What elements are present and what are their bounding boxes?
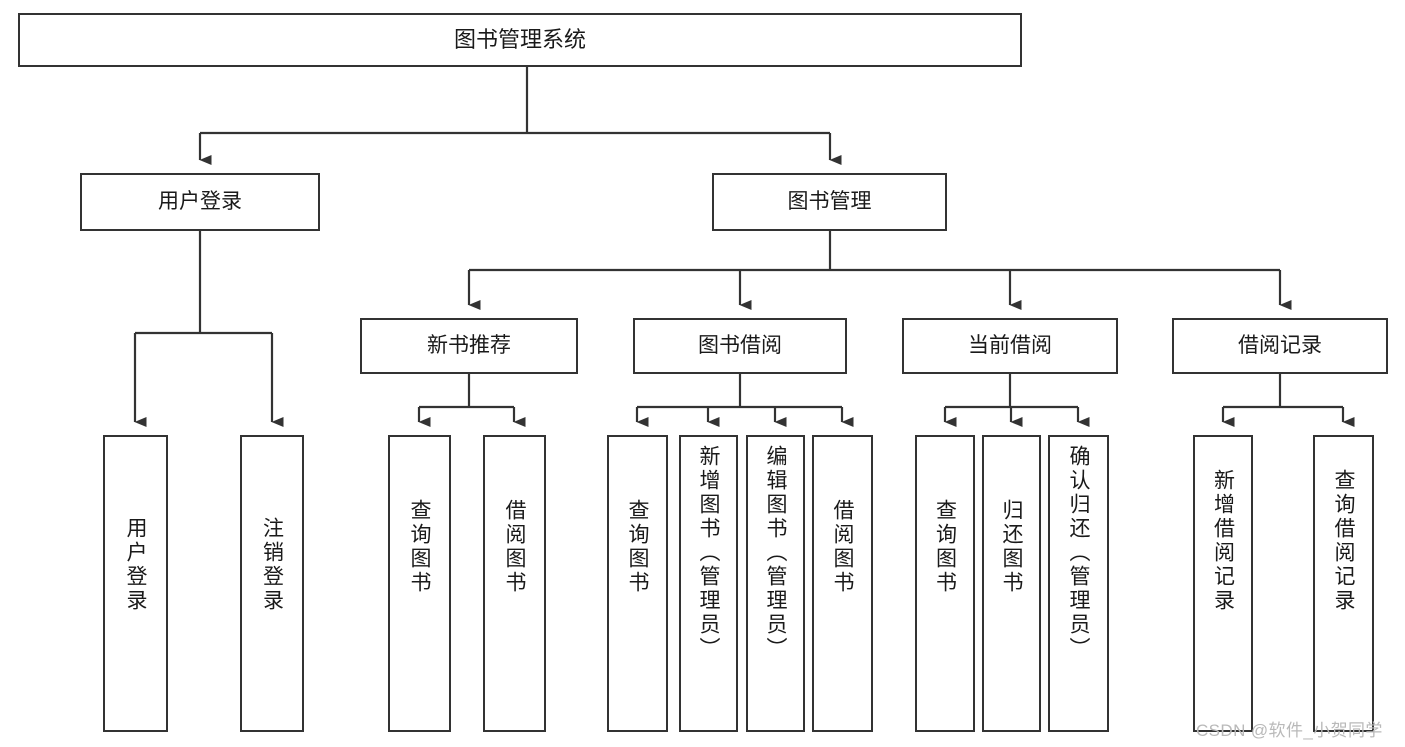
- node-leaf-add-record[interactable]: 新增借阅记录: [1193, 435, 1253, 732]
- node-book-manage-label: 图书管理: [787, 190, 872, 214]
- node-leaf-add-book[interactable]: 新增图书（管理员）: [679, 435, 738, 732]
- node-current-borrow[interactable]: 当前借阅: [902, 318, 1118, 374]
- node-leaf-query-book-3-label: 查询图书: [933, 499, 957, 595]
- node-leaf-query-book-1[interactable]: 查询图书: [388, 435, 451, 732]
- node-leaf-logout-label: 注销登录: [260, 517, 284, 613]
- node-book-borrow[interactable]: 图书借阅: [633, 318, 847, 374]
- node-leaf-query-book-3[interactable]: 查询图书: [915, 435, 975, 732]
- node-leaf-edit-book-label: 编辑图书（管理员）: [764, 445, 787, 661]
- node-leaf-query-record-label: 查询借阅记录: [1332, 469, 1355, 613]
- node-root-label: 图书管理系统: [453, 26, 586, 52]
- node-leaf-borrow-book-2-label: 借阅图书: [831, 499, 854, 595]
- node-leaf-logout[interactable]: 注销登录: [240, 435, 304, 732]
- node-borrow-record[interactable]: 借阅记录: [1172, 318, 1388, 374]
- node-new-book-rec-label: 新书推荐: [427, 334, 511, 358]
- node-book-manage[interactable]: 图书管理: [712, 173, 947, 231]
- node-leaf-query-record[interactable]: 查询借阅记录: [1313, 435, 1374, 732]
- node-leaf-query-book-2[interactable]: 查询图书: [607, 435, 668, 732]
- node-user-login-label: 用户登录: [158, 190, 242, 214]
- node-leaf-user-login-label: 用户登录: [124, 517, 147, 613]
- node-leaf-borrow-book-1-label: 借阅图书: [503, 499, 526, 595]
- node-user-login[interactable]: 用户登录: [80, 173, 320, 231]
- node-leaf-borrow-book-1[interactable]: 借阅图书: [483, 435, 546, 732]
- node-root[interactable]: 图书管理系统: [18, 13, 1022, 67]
- node-leaf-return-book[interactable]: 归还图书: [982, 435, 1041, 732]
- node-leaf-query-book-1-label: 查询图书: [408, 499, 431, 595]
- node-leaf-borrow-book-2[interactable]: 借阅图书: [812, 435, 873, 732]
- node-leaf-user-login[interactable]: 用户登录: [103, 435, 168, 732]
- node-leaf-edit-book[interactable]: 编辑图书（管理员）: [746, 435, 805, 732]
- node-current-borrow-label: 当前借阅: [968, 334, 1052, 358]
- node-leaf-return-book-label: 归还图书: [1000, 499, 1023, 595]
- node-leaf-confirm-return-label: 确认归还（管理员）: [1067, 445, 1090, 661]
- node-leaf-add-record-label: 新增借阅记录: [1211, 469, 1235, 613]
- node-book-borrow-label: 图书借阅: [698, 334, 782, 358]
- node-leaf-confirm-return[interactable]: 确认归还（管理员）: [1048, 435, 1109, 732]
- node-leaf-add-book-label: 新增图书（管理员）: [697, 445, 720, 661]
- node-leaf-query-book-2-label: 查询图书: [626, 499, 649, 595]
- watermark: CSDN @软件_小贺同学: [1196, 721, 1383, 740]
- node-borrow-record-label: 借阅记录: [1238, 334, 1322, 358]
- node-new-book-rec[interactable]: 新书推荐: [360, 318, 578, 374]
